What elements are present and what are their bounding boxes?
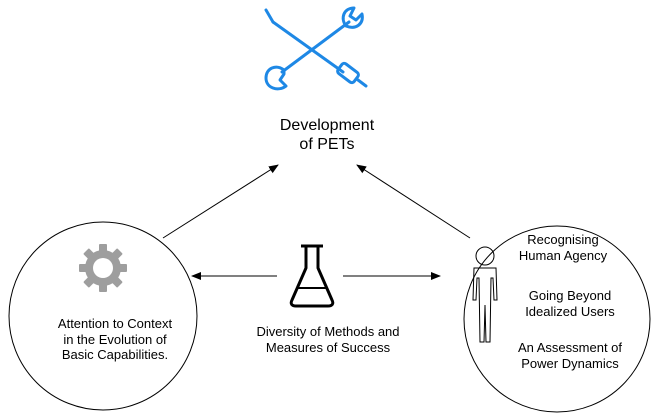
right-node-circle bbox=[463, 225, 651, 413]
arrow-right-to-title bbox=[356, 164, 471, 239]
person-icon bbox=[472, 246, 498, 343]
left-node-circle bbox=[8, 221, 198, 411]
center-node-label: Diversity of Methods and Measures of Suc… bbox=[256, 324, 400, 355]
left-node-label: Attention to Context in the Evolution of… bbox=[57, 316, 173, 363]
flask-icon bbox=[289, 244, 335, 308]
arrow-left-to-title bbox=[162, 164, 279, 239]
right-node-item-2: An Assessment of Power Dynamics bbox=[517, 340, 623, 371]
right-node-heading: Recognising Human Agency bbox=[518, 232, 608, 263]
gear-icon bbox=[79, 244, 127, 292]
right-node-item-1: Going Beyond Idealized Users bbox=[525, 288, 615, 319]
wrench-screwdriver-icon bbox=[264, 6, 368, 91]
diagram-title: Development of PETs bbox=[279, 117, 375, 154]
